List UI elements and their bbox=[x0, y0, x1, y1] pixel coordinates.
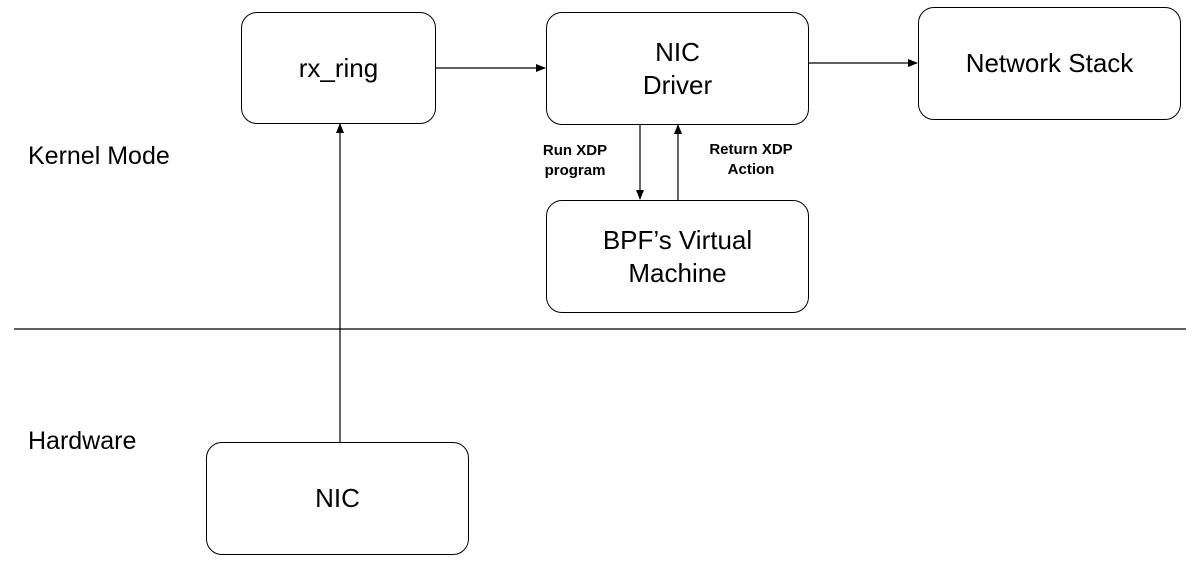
return-xdp-label-line-2: Action bbox=[727, 161, 775, 178]
kernel-mode-label: Kernel Mode bbox=[28, 142, 170, 170]
run-xdp-program-label: Run XDP program bbox=[522, 141, 628, 181]
return-xdp-label-line-1: Return XDP bbox=[709, 141, 793, 158]
network-stack-node: Network Stack bbox=[918, 7, 1181, 120]
nic-driver-label-line-2: Driver bbox=[642, 69, 713, 100]
nic-label: NIC bbox=[315, 483, 360, 513]
hardware-label: Hardware bbox=[28, 427, 137, 455]
run-xdp-label-line-2: program bbox=[544, 162, 606, 179]
run-xdp-label-line-1: Run XDP bbox=[542, 142, 608, 159]
rx-ring-node: rx_ring bbox=[241, 12, 436, 124]
nic-node: NIC bbox=[206, 442, 469, 555]
rx-ring-label: rx_ring bbox=[298, 52, 379, 83]
bpf-virtual-machine-node: BPF’s Virtual Machine bbox=[546, 200, 809, 313]
nic-driver-node: NIC Driver bbox=[546, 12, 809, 125]
bpf-vm-label-line-1: BPF’s Virtual bbox=[602, 224, 753, 255]
network-stack-label: Network Stack bbox=[965, 48, 1134, 78]
nic-driver-label-line-1: NIC bbox=[655, 36, 700, 67]
return-xdp-action-label: Return XDP Action bbox=[688, 140, 814, 180]
bpf-vm-label-line-2: Machine bbox=[628, 257, 727, 288]
